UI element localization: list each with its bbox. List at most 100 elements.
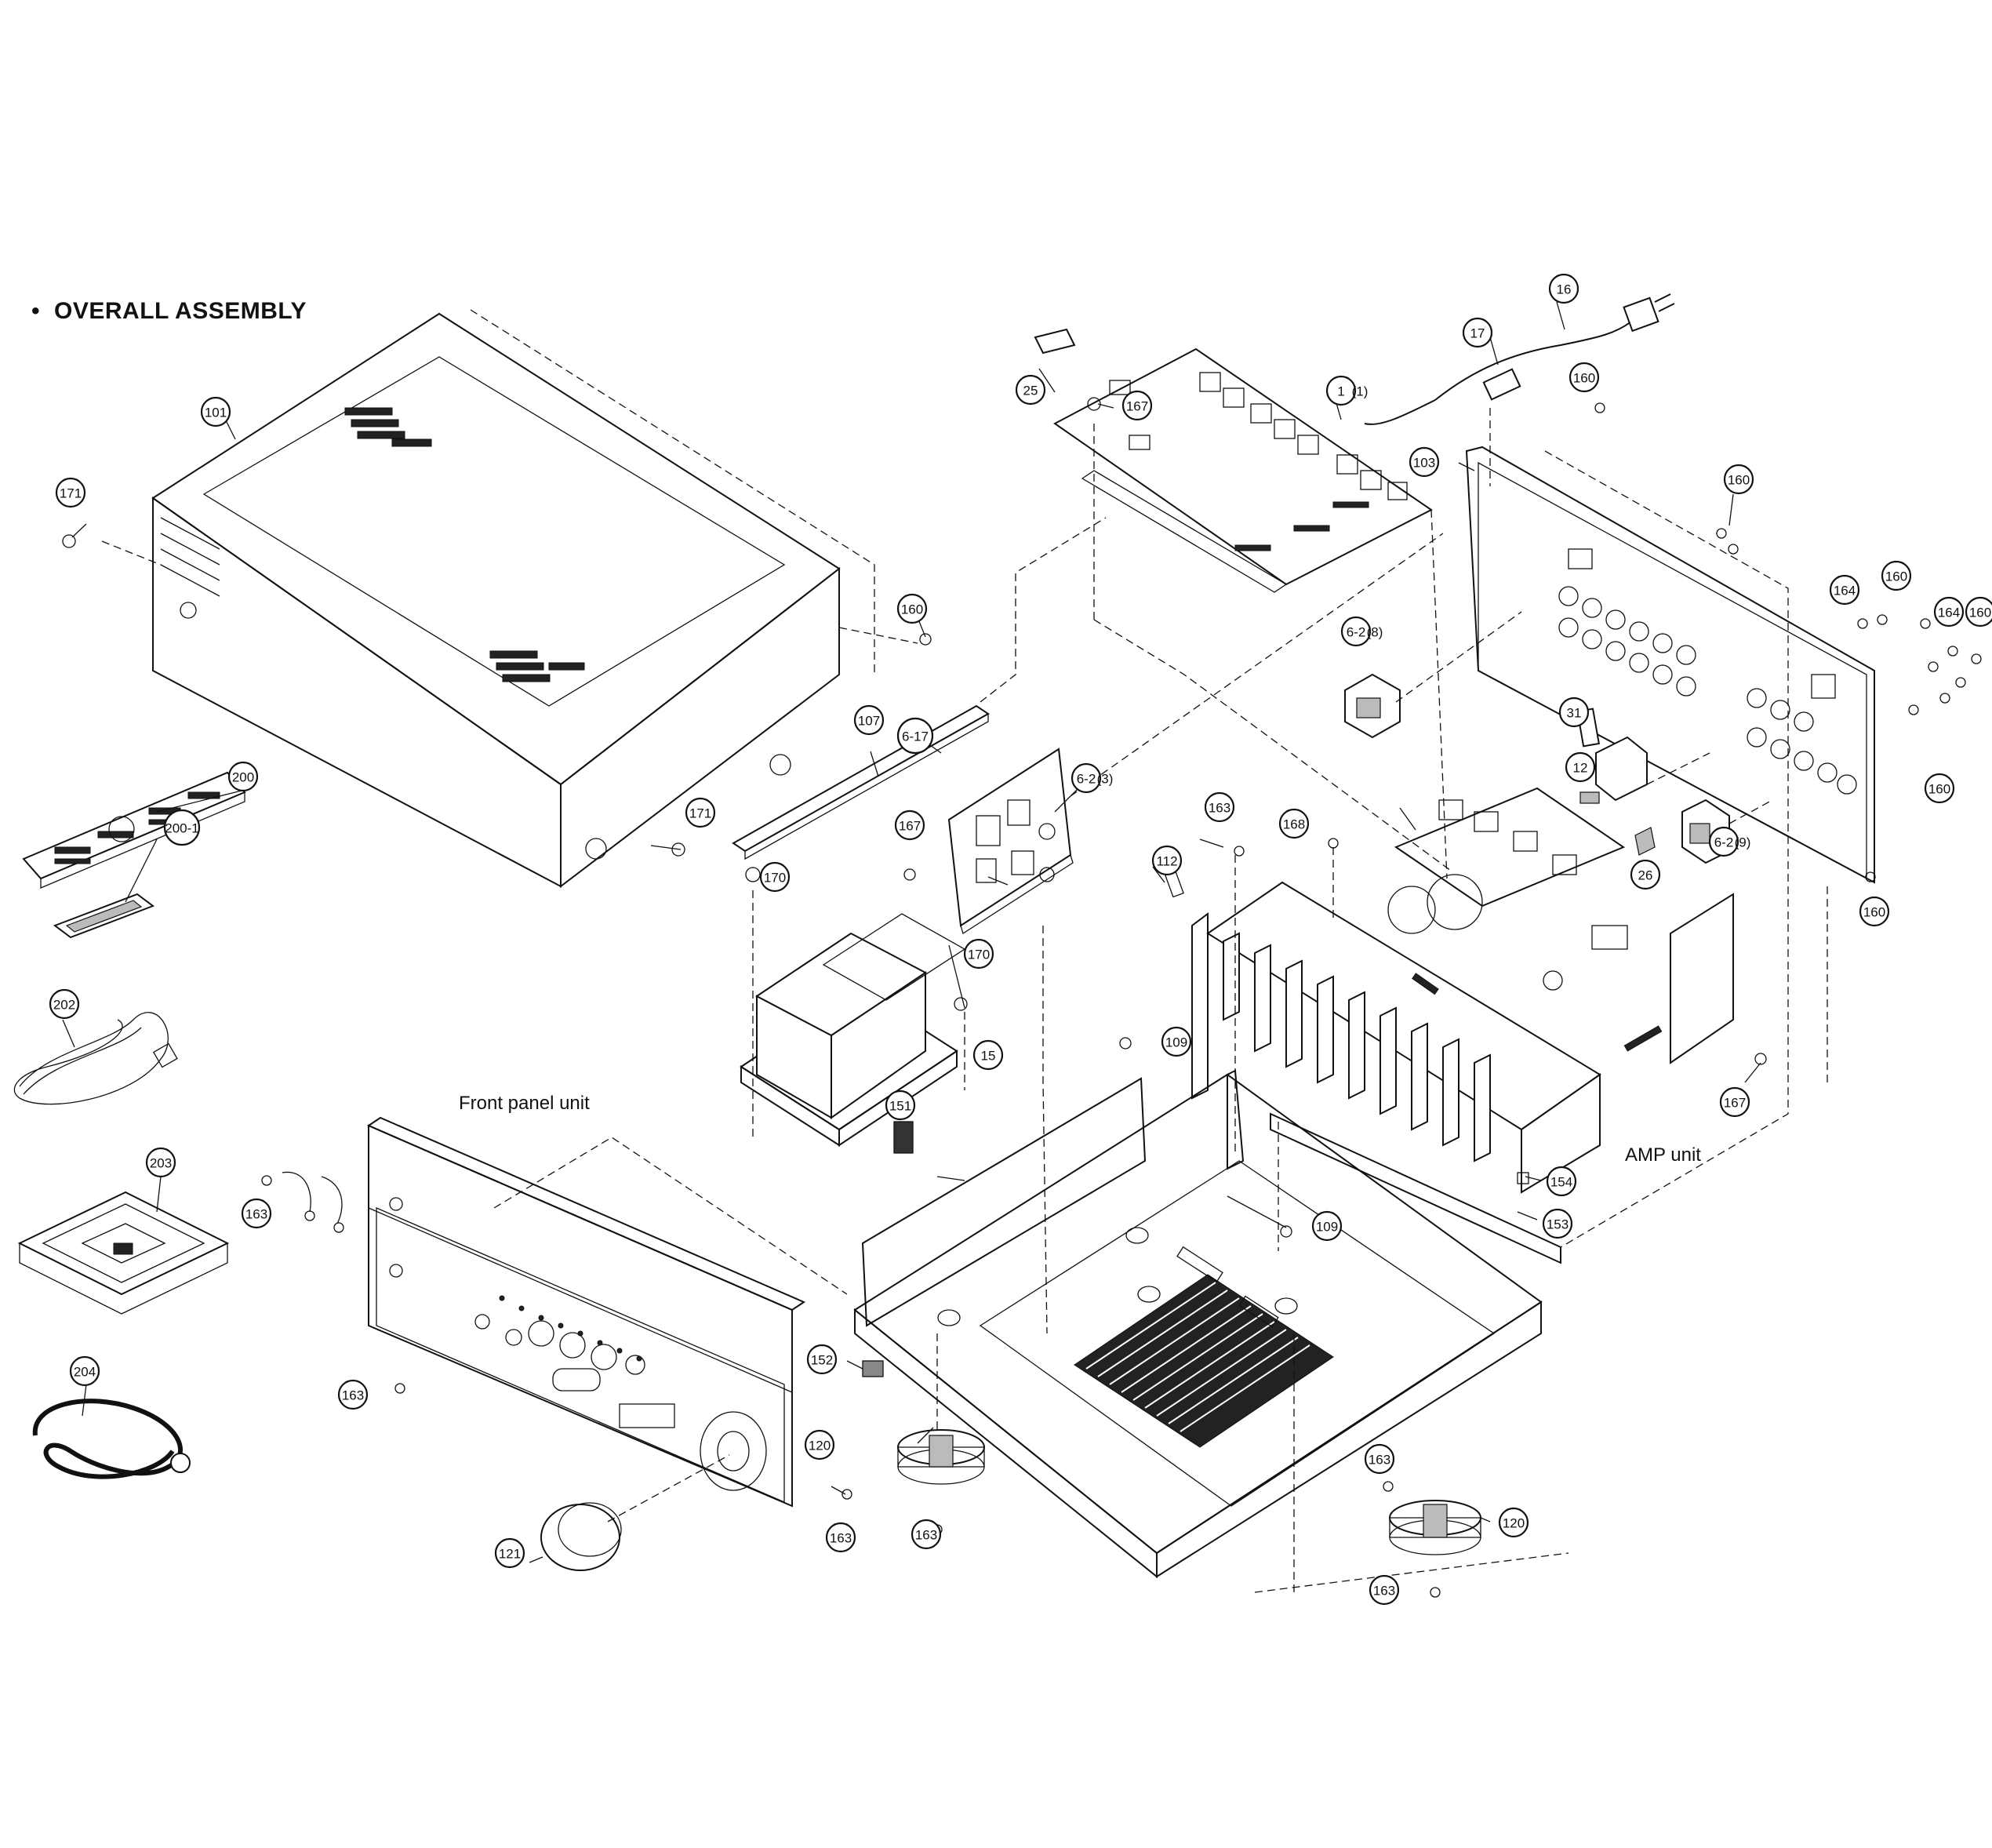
callout-number: 167	[1126, 399, 1148, 414]
callout-number: 6-17	[902, 729, 929, 744]
callout-6-17: 6-17	[896, 717, 934, 755]
callout-number: 200-1	[165, 821, 198, 836]
callout-154: 154	[1546, 1166, 1577, 1197]
callout-120: 120	[1498, 1507, 1529, 1538]
callout-number: 163	[245, 1207, 267, 1222]
speaker-cable	[32, 1399, 191, 1479]
callout-17: 17	[1462, 317, 1493, 348]
power-supply-board	[947, 533, 1444, 1334]
callout-number: 16	[1557, 282, 1572, 297]
callout-6-2-8: 6-2(8)	[1340, 616, 1383, 647]
callout-163: 163	[1369, 1574, 1400, 1606]
callout-number: 170	[968, 948, 990, 962]
callout-number: 200	[232, 770, 254, 785]
foot-rear	[1389, 1500, 1481, 1555]
amp-unit-label: AMP unit	[1625, 1144, 1701, 1166]
callout-204: 204	[69, 1355, 100, 1387]
callout-number: 171	[60, 486, 82, 501]
callout-number: 163	[1369, 1453, 1390, 1468]
callout-160: 160	[1859, 896, 1890, 927]
callout-26: 26	[1630, 859, 1661, 890]
callout-164: 164	[1933, 596, 1965, 628]
callout-number: 6-2	[1347, 625, 1366, 640]
callout-170: 170	[963, 938, 994, 969]
volume-knob	[540, 1454, 730, 1571]
callout-number: 31	[1567, 706, 1582, 721]
callout-101: 101	[200, 396, 231, 427]
callout-112: 112	[1151, 845, 1183, 876]
rear-panel	[1465, 446, 1875, 1248]
remote-control	[22, 771, 246, 889]
callout-number: 101	[205, 406, 227, 420]
callout-163: 163	[337, 1379, 369, 1410]
callout-163: 163	[911, 1519, 942, 1550]
callout-170: 170	[759, 861, 791, 893]
callout-suffix: (3)	[1097, 772, 1114, 787]
callout-167: 167	[894, 809, 925, 841]
callout-number: 202	[53, 998, 75, 1013]
callout-167: 167	[1121, 390, 1153, 421]
callout-number: 160	[901, 602, 923, 617]
callout-number: 1	[1337, 384, 1344, 399]
callout-151: 151	[885, 1090, 916, 1121]
callout-109: 109	[1311, 1210, 1343, 1242]
amp-unit	[1191, 787, 1734, 1264]
callout-number: 163	[342, 1388, 364, 1403]
callout-160: 160	[1569, 362, 1600, 393]
callout-160: 160	[1924, 773, 1955, 804]
main-digital-board	[1034, 328, 1452, 879]
callout-number: 203	[150, 1156, 172, 1171]
callout-number: 167	[1724, 1096, 1746, 1111]
leader-lines	[62, 301, 1761, 1563]
callout-number: 109	[1165, 1035, 1187, 1050]
callout-15: 15	[972, 1039, 1004, 1071]
callout-163: 163	[1204, 791, 1235, 823]
callout-167: 167	[1719, 1086, 1750, 1118]
board-12	[1579, 736, 1710, 804]
board-26	[1634, 827, 1656, 856]
ribbon-cable	[732, 517, 1107, 860]
board-6-2-8	[1344, 611, 1522, 739]
callout-6-2-9: 6-2(9)	[1708, 826, 1750, 857]
front-panel-unit-label: Front panel unit	[459, 1093, 590, 1114]
callout-number: 163	[830, 1531, 852, 1546]
callout-25: 25	[1015, 374, 1046, 406]
am-loop-antenna	[17, 1191, 230, 1315]
callout-number: 163	[915, 1528, 937, 1543]
callout-203: 203	[145, 1147, 176, 1178]
callout-number: 160	[1573, 371, 1595, 386]
callout-number: 167	[899, 819, 921, 834]
callout-suffix: (1)	[1352, 384, 1369, 399]
top-cover	[101, 309, 918, 889]
callout-number: 17	[1470, 326, 1485, 341]
callout-107: 107	[853, 704, 885, 736]
callout-number: 152	[811, 1353, 833, 1368]
page-title-text: OVERALL ASSEMBLY	[54, 298, 307, 324]
battery-cover	[53, 893, 155, 939]
callout-number: 163	[1209, 801, 1230, 816]
callout-12: 12	[1565, 751, 1596, 783]
power-cord	[1364, 293, 1675, 486]
bottom-chassis	[853, 1069, 1569, 1593]
callout-168: 168	[1278, 808, 1310, 839]
callout-number: 15	[981, 1049, 996, 1064]
screws	[62, 397, 1982, 1598]
callout-103: 103	[1409, 446, 1440, 478]
front-panel	[366, 1116, 848, 1508]
callout-number: 160	[1863, 905, 1885, 920]
part-callouts: 1011711711601076-17200200-12022032041631…	[49, 273, 1992, 1606]
callout-153: 153	[1542, 1208, 1573, 1239]
callout-number: 26	[1638, 868, 1653, 883]
callout-1-1: 1 (1)	[1325, 375, 1369, 406]
callout-number: 170	[764, 871, 786, 886]
power-transformer	[740, 890, 966, 1147]
callout-171: 171	[685, 797, 716, 828]
callout-160: 160	[896, 593, 928, 624]
callout-152: 152	[806, 1344, 838, 1375]
callout-120: 120	[804, 1429, 835, 1461]
callout-16: 16	[1548, 273, 1579, 304]
callout-number: 160	[1969, 606, 1991, 620]
callout-number: 109	[1316, 1220, 1338, 1235]
callout-200: 200	[227, 761, 259, 792]
